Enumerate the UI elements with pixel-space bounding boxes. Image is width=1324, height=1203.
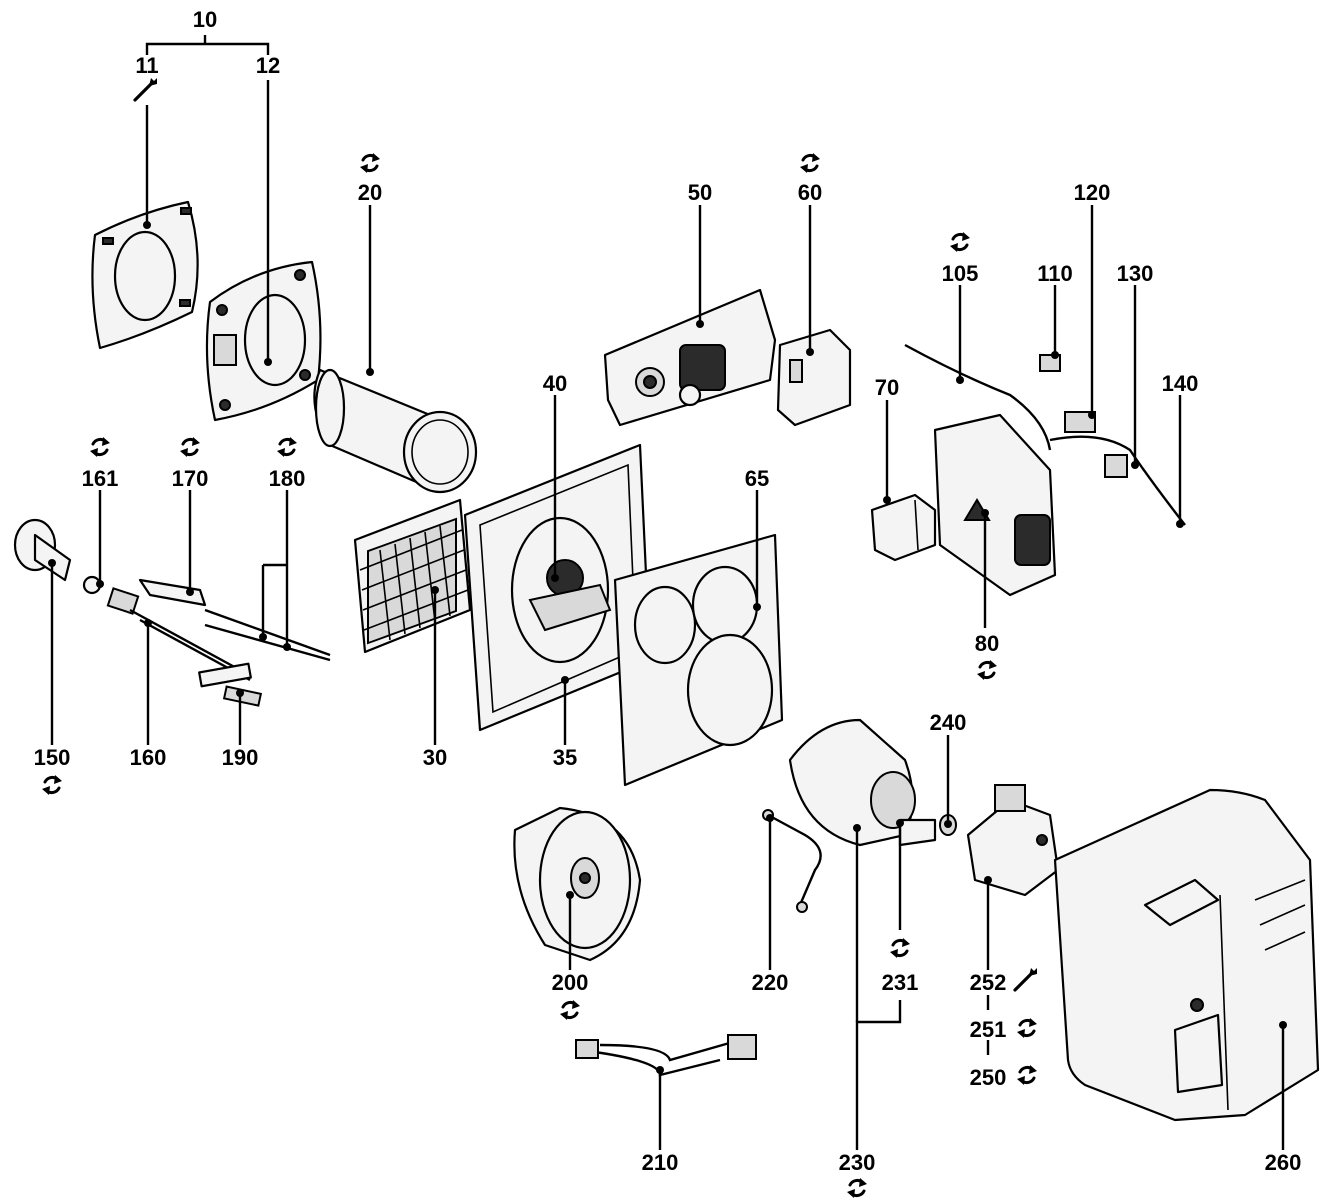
blower-wheel-part-200 bbox=[513, 806, 642, 962]
label-120: 120 bbox=[1074, 180, 1111, 205]
rotate-arrows-icon bbox=[845, 1176, 869, 1200]
label-190: 190 bbox=[222, 745, 259, 770]
label-65: 65 bbox=[745, 466, 769, 491]
label-150: 150 bbox=[34, 745, 71, 770]
cover-hood-part-260 bbox=[1053, 788, 1320, 1122]
flame-tube-part-20 bbox=[313, 368, 478, 494]
rotate-arrows-icon bbox=[1015, 1063, 1039, 1087]
rotate-arrows-icon bbox=[275, 435, 299, 459]
label-40: 40 bbox=[543, 371, 567, 396]
oil-hoses-part-210 bbox=[575, 1034, 757, 1077]
label-230: 230 bbox=[839, 1150, 876, 1175]
label-170: 170 bbox=[172, 466, 209, 491]
rotate-arrows-icon bbox=[178, 435, 202, 459]
label-110: 110 bbox=[1037, 261, 1073, 286]
label-70: 70 bbox=[875, 375, 899, 400]
motor-part-230 bbox=[788, 718, 937, 847]
label-50: 50 bbox=[688, 180, 712, 205]
air-grille-part-30 bbox=[353, 498, 472, 654]
mounting-plate-part-65 bbox=[613, 533, 784, 787]
rotate-arrows-icon bbox=[948, 230, 972, 254]
label-250: 250 bbox=[970, 1065, 1007, 1090]
label-260: 260 bbox=[1265, 1150, 1302, 1175]
label-252: 252 bbox=[970, 970, 1007, 995]
label-30: 30 bbox=[423, 745, 447, 770]
rotate-arrows-icon bbox=[1015, 1016, 1039, 1040]
oil-line-part-220 bbox=[762, 809, 822, 913]
rotate-arrows-icon bbox=[888, 936, 912, 960]
part-labels: 10 11 12 20 30 35 40 50 60 65 70 80 105 … bbox=[34, 7, 1302, 1175]
rotate-arrows-icon bbox=[798, 151, 822, 175]
label-240: 240 bbox=[930, 710, 967, 735]
label-161: 161 bbox=[82, 466, 119, 491]
label-12: 12 bbox=[256, 53, 280, 78]
rotate-arrows-icon bbox=[358, 151, 382, 175]
wrench-icon bbox=[133, 76, 159, 102]
leader-lines bbox=[48, 35, 1287, 1150]
flange-part-12 bbox=[205, 260, 322, 422]
burner-control-part-80 bbox=[933, 413, 1057, 597]
wiring-harness bbox=[904, 343, 1186, 526]
relay-box-part-60 bbox=[776, 328, 852, 427]
oil-pump-part-250 bbox=[966, 784, 1060, 897]
label-200: 200 bbox=[552, 970, 589, 995]
label-231: 231 bbox=[882, 970, 919, 995]
nozzle-assembly-part-150 bbox=[13, 518, 72, 582]
gasket-part-11 bbox=[91, 200, 199, 350]
rotate-arrows-icon bbox=[558, 998, 582, 1022]
label-60: 60 bbox=[798, 180, 822, 205]
control-unit-part-50 bbox=[603, 288, 777, 427]
ignition-parts bbox=[82, 575, 331, 707]
label-11: 11 bbox=[135, 53, 158, 78]
plug-part-70 bbox=[870, 493, 937, 562]
label-251: 251 bbox=[970, 1017, 1007, 1042]
label-105: 105 bbox=[942, 261, 979, 286]
wrench-icon bbox=[1013, 966, 1039, 992]
rotate-arrows-icon bbox=[975, 658, 999, 682]
label-140: 140 bbox=[1162, 371, 1199, 396]
label-35: 35 bbox=[553, 745, 577, 770]
label-80: 80 bbox=[975, 631, 999, 656]
label-130: 130 bbox=[1117, 261, 1154, 286]
label-20: 20 bbox=[358, 180, 382, 205]
label-160: 160 bbox=[130, 745, 167, 770]
rotate-arrows-icon bbox=[40, 773, 64, 797]
label-180: 180 bbox=[269, 466, 306, 491]
label-210: 210 bbox=[642, 1150, 679, 1175]
label-10: 10 bbox=[193, 7, 217, 32]
label-220: 220 bbox=[752, 970, 789, 995]
rotate-arrows-icon bbox=[88, 435, 112, 459]
